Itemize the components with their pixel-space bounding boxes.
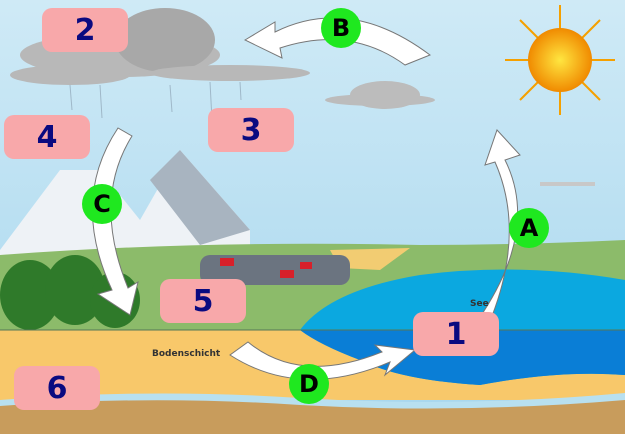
label-3: 3: [208, 108, 294, 152]
stage-a: A: [509, 208, 549, 248]
cycle-arrows: [92, 17, 521, 380]
label-1: 1: [413, 312, 499, 356]
sun-icon: [505, 5, 615, 115]
stage-b: B: [321, 8, 361, 48]
rain-cloud: [10, 8, 310, 85]
label-5: 5: [160, 279, 246, 323]
arrow-a: [476, 129, 521, 321]
small-cloud: [325, 81, 435, 109]
lake-label: See: [470, 299, 489, 309]
arrow-c: [92, 127, 139, 316]
soil-label: Bodenschicht: [152, 349, 221, 359]
forest: [0, 255, 140, 330]
label-6: 6: [14, 366, 100, 410]
village: [200, 255, 350, 285]
arrow-b: [243, 17, 432, 66]
stage-d: D: [289, 364, 329, 404]
label-2: 2: [42, 8, 128, 52]
stage-c: C: [82, 184, 122, 224]
label-4: 4: [4, 115, 90, 159]
